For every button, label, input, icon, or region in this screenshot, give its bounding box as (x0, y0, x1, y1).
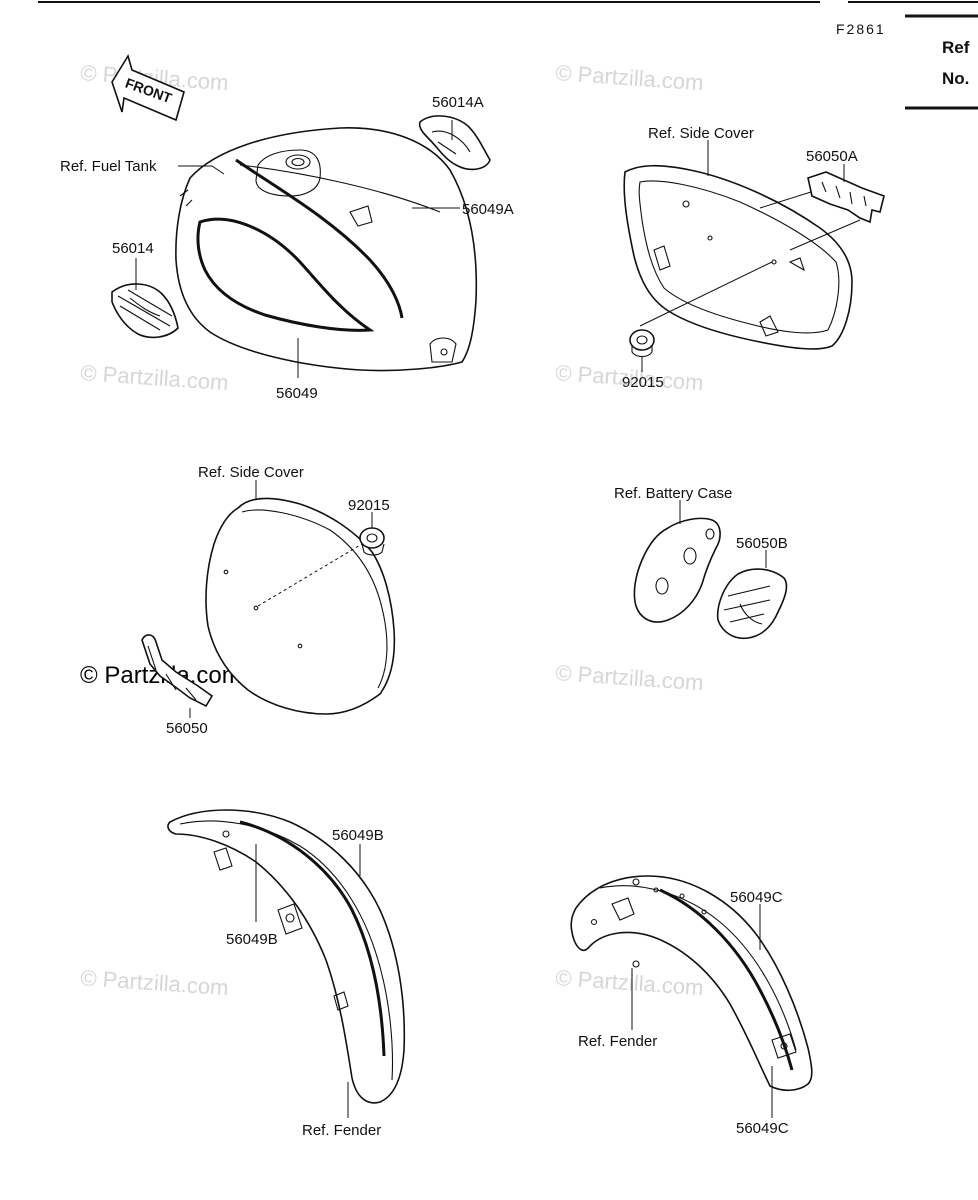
no-column-label: No. (942, 69, 969, 88)
battery-case-group (633, 517, 721, 623)
left-side-cover-group (205, 497, 396, 715)
ref-column-label: Ref (942, 38, 970, 57)
front-fender (167, 809, 406, 1104)
emblem-56050A (807, 171, 885, 224)
watermark: © Partzilla.com (80, 965, 230, 1000)
part-56049C-label-1: 56049C (730, 889, 783, 906)
grommet-92015-right (629, 329, 655, 358)
fender-decal-56049C (659, 888, 794, 1071)
part-56014-label: 56014 (112, 240, 154, 257)
part-92015-label-2: 92015 (348, 497, 390, 514)
part-56049C-label-2: 56049C (736, 1120, 789, 1137)
header: F2861 Ref No. (38, 1, 978, 110)
battery-case-leaders (679, 500, 767, 568)
left-side-cover-leaders (189, 480, 373, 718)
tank-decal-56049A (235, 158, 404, 319)
grommet-92015-left (359, 527, 385, 556)
fuel-tank-ref-label: Ref. Fuel Tank (60, 158, 157, 175)
rear-fender-group (570, 875, 813, 1092)
front-fender-leaders (255, 844, 361, 1118)
part-56049B-label-1: 56049B (332, 827, 384, 844)
tank-decal-56049 (196, 217, 375, 332)
part-56049-label: 56049 (276, 385, 318, 402)
part-92015-label-1: 92015 (622, 374, 664, 391)
part-56049B-label-2: 56049B (226, 931, 278, 948)
fender-decal-56049B (239, 820, 386, 1057)
part-56050A-label: 56050A (806, 148, 858, 165)
battery-case-ref-label: Ref. Battery Case (614, 485, 732, 502)
battery-case (633, 517, 721, 623)
emblem-56014A (418, 115, 491, 171)
side-cover-right (623, 164, 853, 350)
part-56050B-label: 56050B (736, 535, 788, 552)
watermark: © Partzilla.com (555, 660, 705, 695)
right-side-cover-leaders (641, 140, 845, 372)
fuel-tank-group (175, 127, 478, 372)
watermark: © Partzilla.com (80, 360, 230, 395)
fuel-tank-leaders (135, 120, 460, 378)
watermark: © Partzilla.com (555, 965, 705, 1000)
watermark: © Partzilla.com (555, 60, 705, 95)
figure-code: F2861 (836, 21, 886, 37)
side-cover-ref-label-1: Ref. Side Cover (648, 125, 754, 142)
emblem-56050B (716, 568, 788, 640)
side-cover-ref-label-2: Ref. Side Cover (198, 464, 304, 481)
front-fender-ref-label: Ref. Fender (302, 1122, 381, 1139)
emblem-56014 (111, 283, 179, 339)
part-56050-label: 56050 (166, 720, 208, 737)
emblem-56050 (141, 634, 214, 708)
part-56014A-label: 56014A (432, 94, 484, 111)
rear-fender (570, 875, 813, 1092)
rear-fender-ref-label: Ref. Fender (578, 1033, 657, 1050)
front-fender-group (167, 809, 406, 1104)
part-56049A-label: 56049A (462, 201, 514, 218)
right-side-cover-group (623, 164, 861, 350)
rear-fender-leaders (631, 904, 773, 1118)
